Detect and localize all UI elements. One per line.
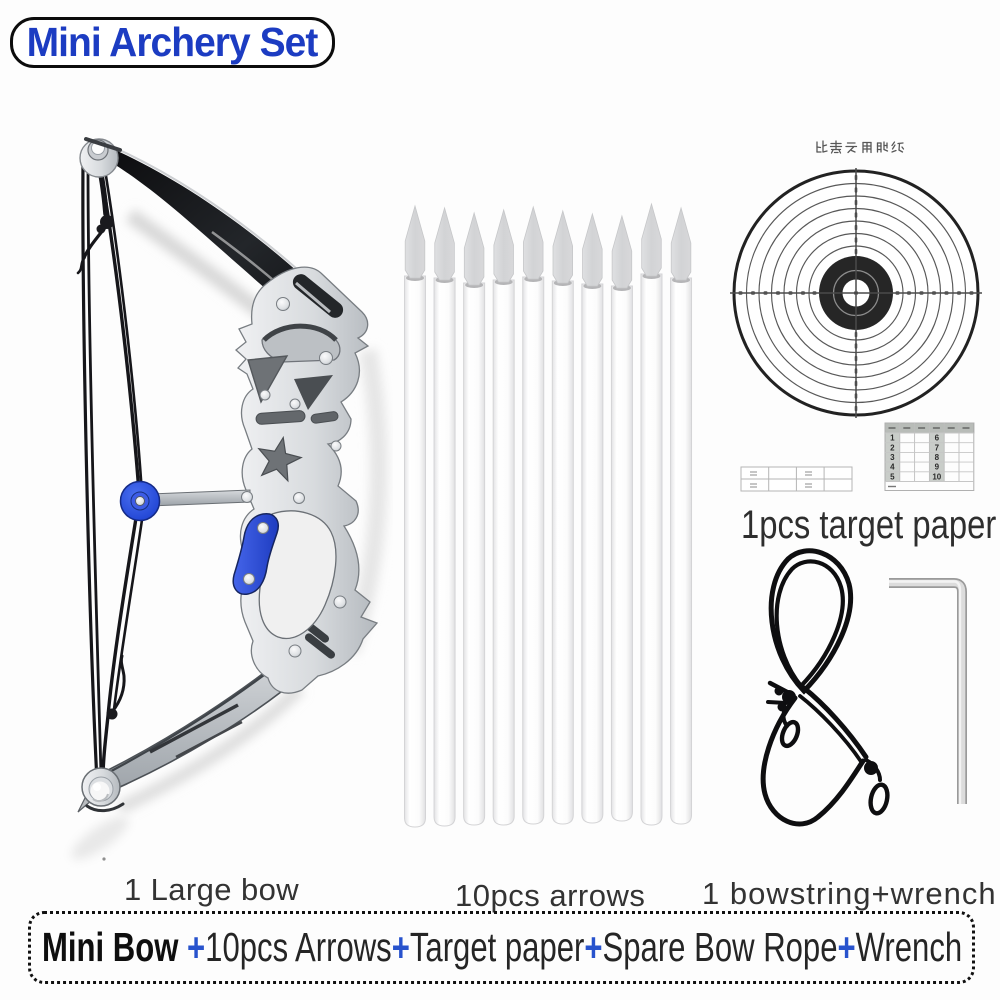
svg-text:6: 6 bbox=[935, 434, 940, 443]
svg-text:4: 4 bbox=[890, 463, 895, 472]
svg-text:5: 5 bbox=[890, 472, 895, 481]
svg-text:1: 1 bbox=[890, 434, 895, 443]
svg-text:8: 8 bbox=[935, 453, 940, 462]
svg-text:2: 2 bbox=[890, 443, 895, 452]
svg-text:10: 10 bbox=[932, 472, 941, 481]
svg-text:3: 3 bbox=[890, 453, 895, 462]
svg-text:9: 9 bbox=[935, 463, 940, 472]
svg-text:7: 7 bbox=[935, 443, 940, 452]
